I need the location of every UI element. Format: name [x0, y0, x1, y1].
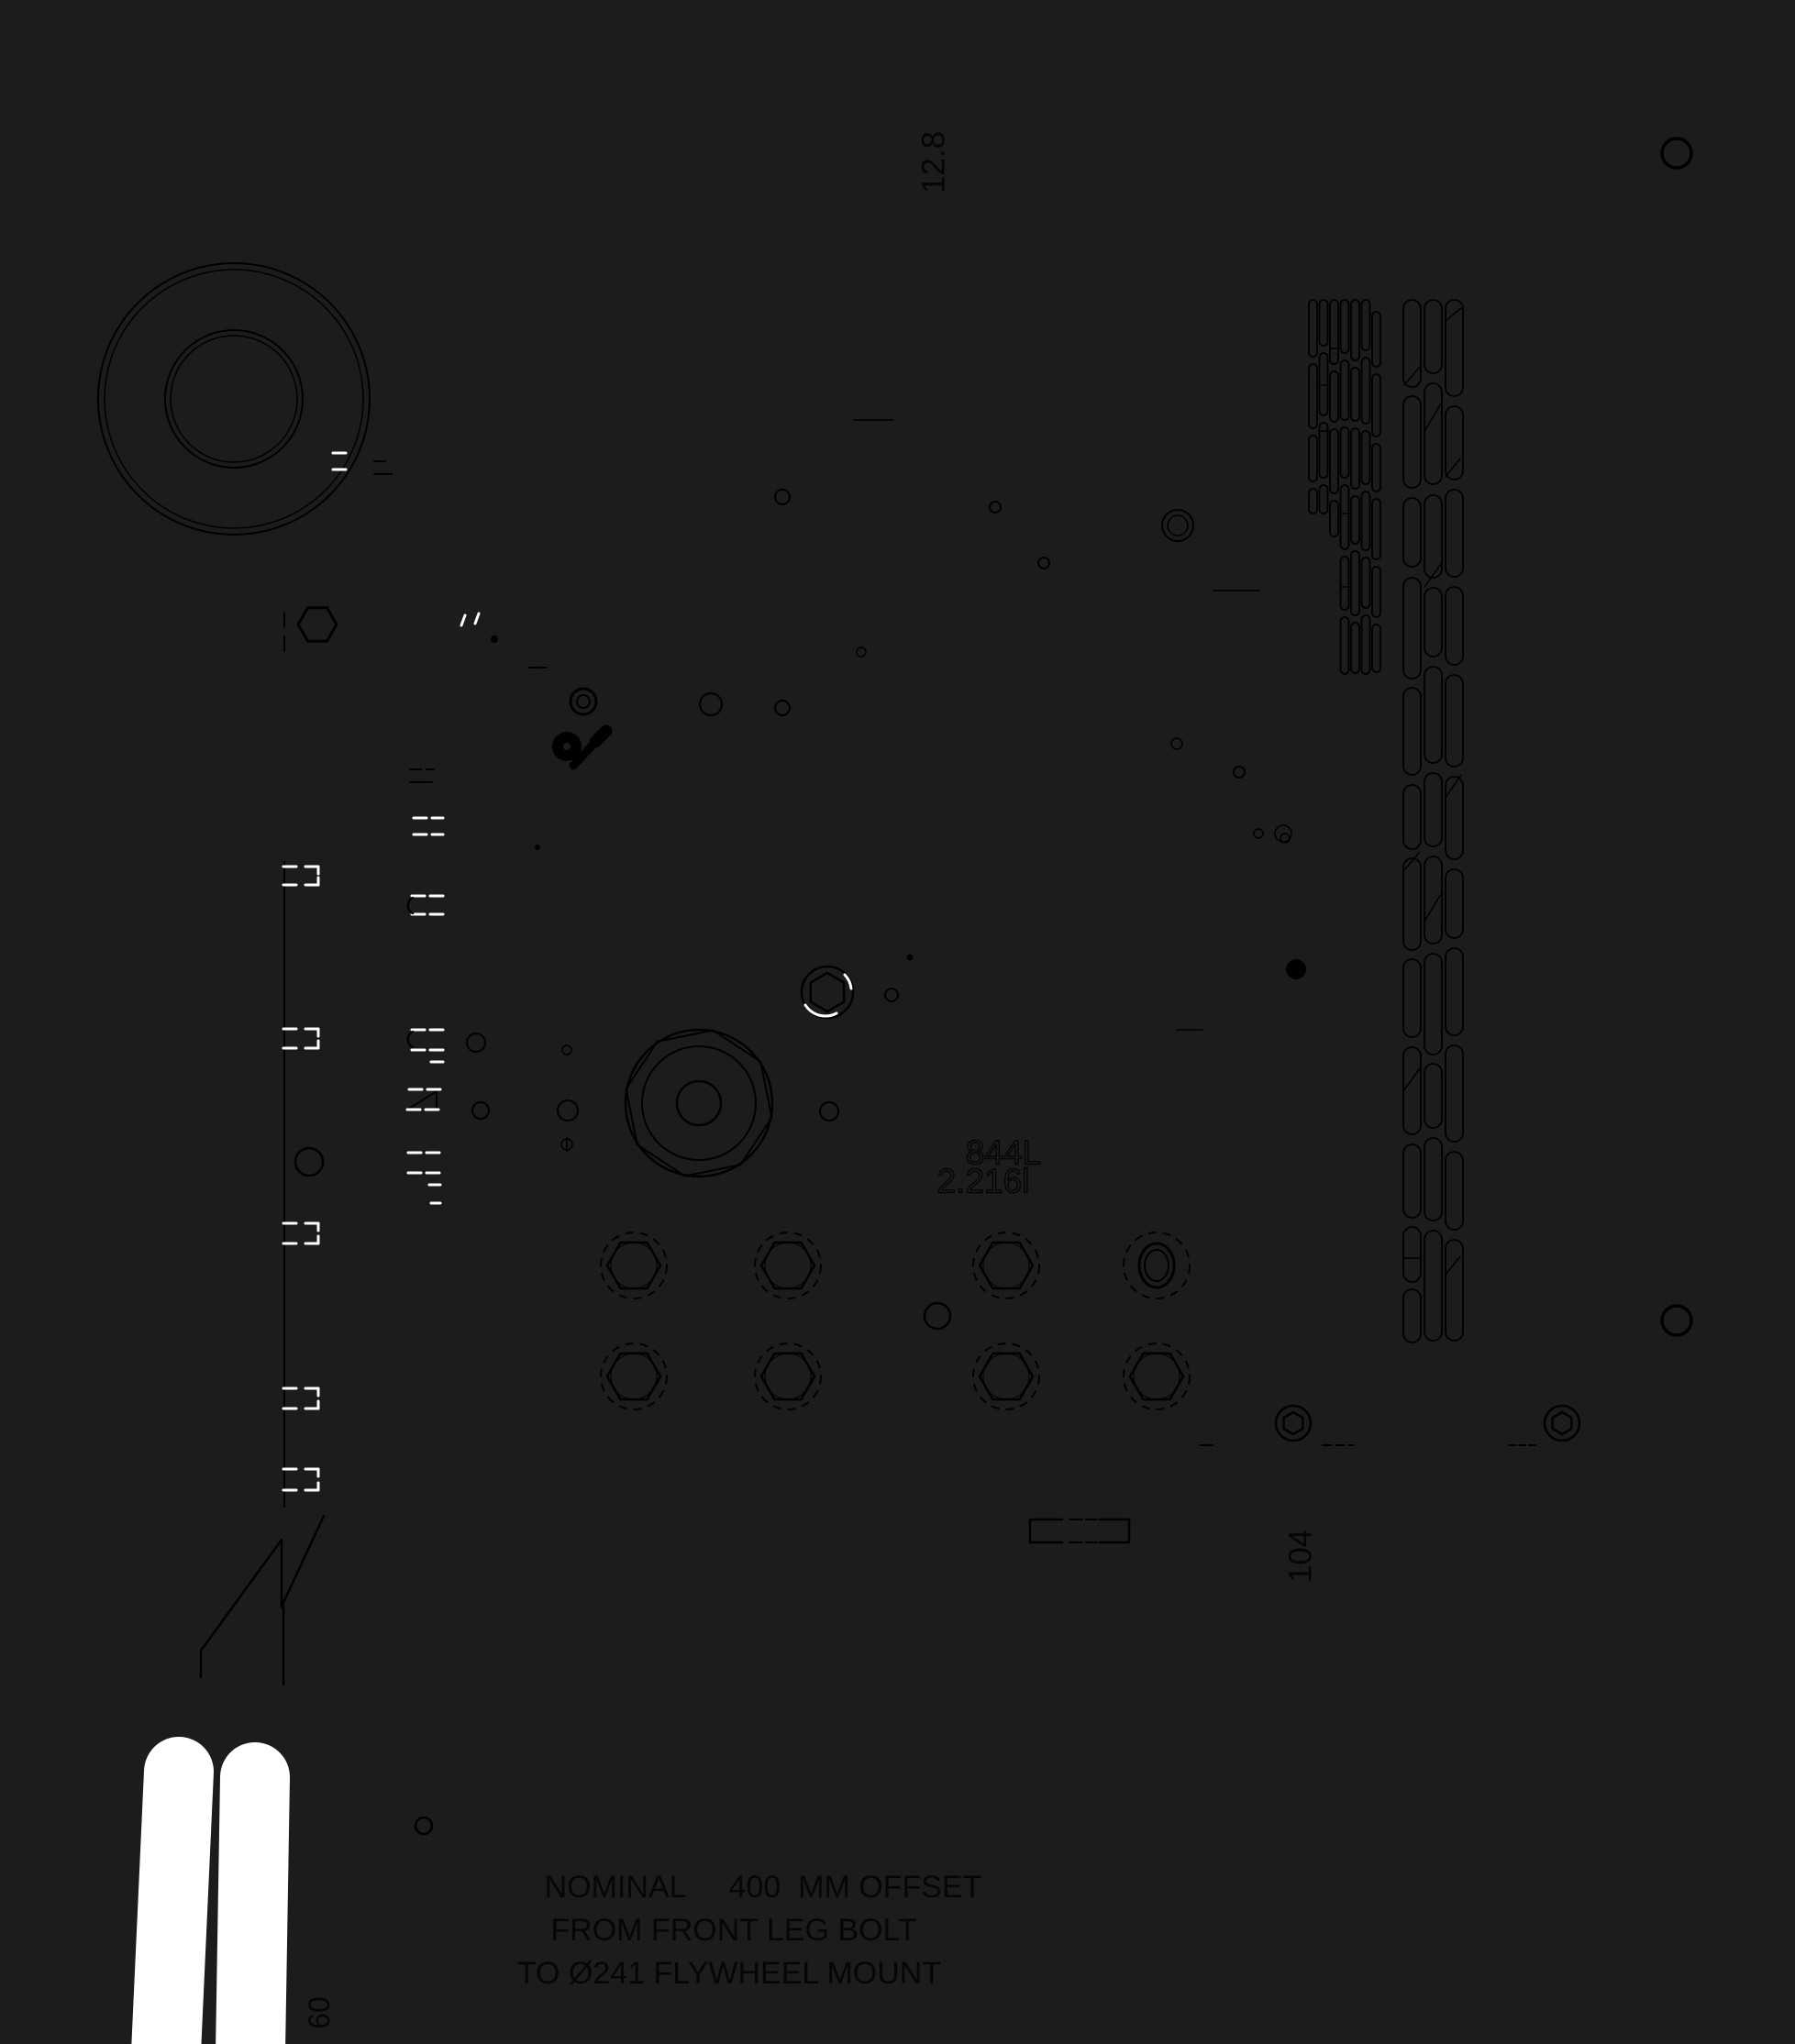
dimension-label-top: 12.8	[916, 131, 952, 193]
generated-shapes	[97, 137, 1693, 2044]
dimension-label-right: 104	[1283, 1530, 1319, 1583]
note-line-3: TO Ø241 FLYWHEEL MOUNT	[517, 1956, 941, 1991]
dimension-label-bottom-left: 60	[303, 1996, 336, 2029]
part-dimension-label: 2.216l	[937, 1163, 1030, 1200]
note-line-2: FROM FRONT LEG BOLT	[550, 1913, 916, 1948]
note-line-1: NOMINAL 400 MM OFFSET	[545, 1870, 982, 1905]
part-code-label: 844L	[966, 1134, 1041, 1172]
